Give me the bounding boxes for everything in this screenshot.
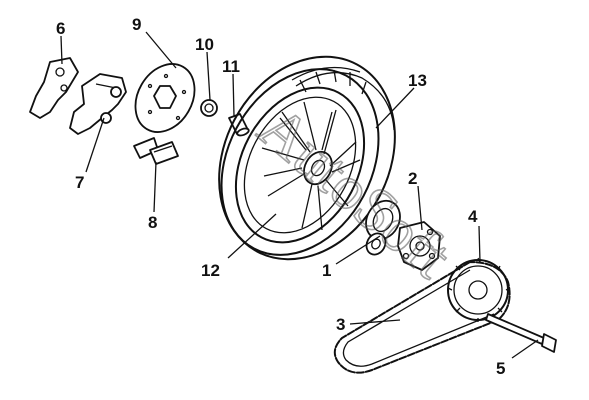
part-6-bracket-plate	[29, 57, 79, 119]
watermark-text: AutoSoft	[246, 93, 464, 291]
callout-3: 3	[336, 315, 345, 334]
callout-7: 7	[75, 173, 84, 192]
leader-lines	[60, 31, 539, 359]
callout-1: 1	[322, 261, 331, 280]
part-10-bearing	[200, 99, 218, 117]
part-3-drive-chain	[333, 261, 511, 374]
callout-8: 8	[148, 213, 157, 232]
part-5-axle-bolt	[485, 313, 557, 353]
callout-11: 11	[222, 57, 240, 76]
callout-9: 9	[132, 15, 141, 34]
part-7-caliper-body	[69, 73, 127, 135]
callout-6: 6	[56, 19, 65, 38]
part-9-brake-disc	[134, 63, 196, 133]
callout-12: 12	[201, 261, 220, 280]
part-8-brake-pads	[133, 137, 179, 165]
callout-2: 2	[408, 169, 417, 188]
callout-4: 4	[468, 207, 478, 226]
part-2-sprocket-carrier	[397, 221, 441, 271]
part-12-wheel-rim	[234, 86, 366, 244]
callout-5: 5	[496, 359, 505, 378]
part-13-tyre	[218, 55, 396, 261]
callout-10: 10	[195, 35, 214, 54]
part-4-rear-sprocket	[447, 257, 511, 322]
part-1-cush-drive	[365, 199, 401, 256]
callout-13: 13	[408, 71, 427, 90]
